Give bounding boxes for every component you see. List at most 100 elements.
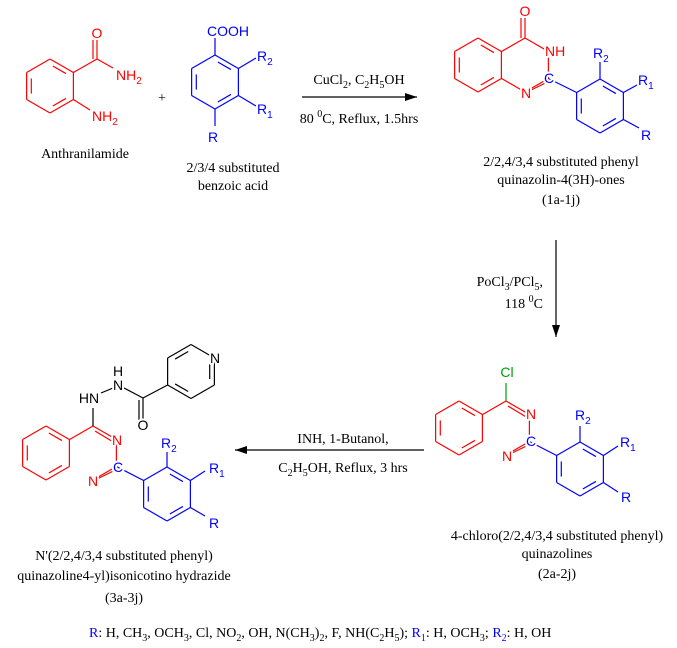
bond <box>73 98 91 111</box>
text-segment: R <box>638 72 648 88</box>
text-subscript: 3 <box>505 282 510 293</box>
bond <box>94 430 113 443</box>
bond <box>238 94 257 107</box>
double-bond <box>582 480 597 490</box>
ring-bond <box>167 384 192 400</box>
atom-r2: R2 <box>593 45 609 65</box>
step-2-conditions: PoCl3/PCl5, 118 0C <box>477 275 543 312</box>
text-segment: H <box>384 626 394 641</box>
double-bond <box>169 473 184 483</box>
ring-bond <box>579 441 604 457</box>
compound-hydrazide: HN N H O N N C N R2 R1 R N'(2/2,4/3,4 su… <box>17 348 230 606</box>
text-subscript: 2 <box>112 117 118 128</box>
atom-r2: R2 <box>161 435 177 455</box>
ring-bond <box>190 384 215 400</box>
text-segment: R <box>209 460 219 476</box>
step-3-conditions: INH, 1-Butanol, C2H5OH, Reflux, 3 hrs <box>278 432 407 479</box>
compound-anthranilamide: O NH2 NH2 Anthranilamide <box>41 23 144 162</box>
bond <box>548 77 577 94</box>
text-subscript: 3 <box>480 633 485 644</box>
text-segment: CuCl <box>313 73 343 88</box>
text-subscript: 2 <box>136 76 142 87</box>
text-segment: : H, OCH <box>426 626 480 641</box>
text-segment: , F, NH(C <box>324 626 379 641</box>
atom-amine-nh2: NH2 <box>92 108 118 128</box>
atom-r: R <box>641 127 651 143</box>
double-bond <box>602 117 617 127</box>
atom-carbon: C <box>526 433 536 449</box>
text-segment: R <box>89 626 99 641</box>
ring-bond <box>214 94 239 110</box>
atom-amide-nh2: NH2 <box>116 67 142 87</box>
text-subscript: 2 <box>343 80 348 91</box>
text-segment: R <box>620 434 630 450</box>
plus-sign: + <box>158 91 166 106</box>
ring-bond <box>191 54 216 70</box>
ring-bond <box>556 441 581 457</box>
bond <box>505 440 530 456</box>
text-segment: NH <box>116 67 136 83</box>
bond <box>623 84 638 94</box>
atom-chlorine: Cl <box>500 364 513 380</box>
ring-bond <box>576 118 601 134</box>
ring-bond <box>49 58 74 74</box>
double-bond <box>48 464 63 474</box>
ring-bond <box>435 440 460 456</box>
text-subscript: 2 <box>288 468 293 479</box>
text-segment: , C <box>348 73 364 88</box>
atom-r: R <box>208 129 218 145</box>
atom-carbon: C <box>544 70 554 86</box>
double-bond <box>461 407 476 417</box>
ring-bond <box>143 506 168 522</box>
bond <box>524 77 549 93</box>
ring-bond <box>190 343 215 359</box>
bond <box>501 37 526 53</box>
bond <box>526 82 545 93</box>
atom-nitrogen: N <box>521 85 531 101</box>
text-segment: R <box>492 626 502 641</box>
ring-bond <box>167 343 192 359</box>
atom-r: R <box>621 489 631 505</box>
text-segment: H <box>293 461 303 476</box>
ring-bond <box>22 465 47 481</box>
text-segment: , Cl, NO <box>189 626 236 641</box>
double-bond <box>52 97 67 107</box>
compound-label-range: (1a-1j) <box>542 193 580 208</box>
double-bond <box>174 351 189 360</box>
text-segment: 80 <box>300 112 318 127</box>
compound-name-anthranilamide: Anthranilamide <box>41 147 129 162</box>
text-segment: R <box>593 45 603 61</box>
ring-bond <box>191 94 216 110</box>
step-3-conditions-line: C2H5OH, Reflux, 3 hrs <box>278 461 407 479</box>
step-3-reagents: INH, 1-Butanol, <box>297 432 388 447</box>
arrowhead-icon <box>235 446 247 454</box>
bond <box>524 37 549 53</box>
bond <box>501 77 526 93</box>
text-subscript: 1 <box>267 110 273 121</box>
text-subscript: 2 <box>236 633 241 644</box>
text-segment: ) <box>315 626 320 641</box>
bond <box>529 440 557 457</box>
text-subscript: 3 <box>310 633 315 644</box>
bond <box>92 425 117 441</box>
atom-oxygen: O <box>138 417 149 433</box>
ring-bond <box>26 98 51 114</box>
double-bond <box>217 61 232 71</box>
text-segment: C, Reflux, 1.5hrs <box>322 112 418 127</box>
atom-r2: R2 <box>257 48 273 68</box>
text-subscript: 2 <box>603 54 609 65</box>
bond <box>142 384 168 399</box>
text-segment: R <box>412 626 422 641</box>
bond <box>123 387 144 399</box>
text-segment: : H, OH <box>507 626 552 641</box>
text-segment: OH <box>384 73 404 88</box>
step-1-conditions: CuCl2, C2H5OH 80 0C, Reflux, 1.5hrs <box>300 73 419 127</box>
ring-bond <box>454 37 479 53</box>
ring-bond <box>143 466 168 482</box>
atom-nitrogen: N <box>113 377 123 393</box>
ring-bond <box>435 400 460 416</box>
ring-bond <box>458 400 483 416</box>
double-bond <box>217 93 232 103</box>
text-segment: C <box>534 297 543 312</box>
